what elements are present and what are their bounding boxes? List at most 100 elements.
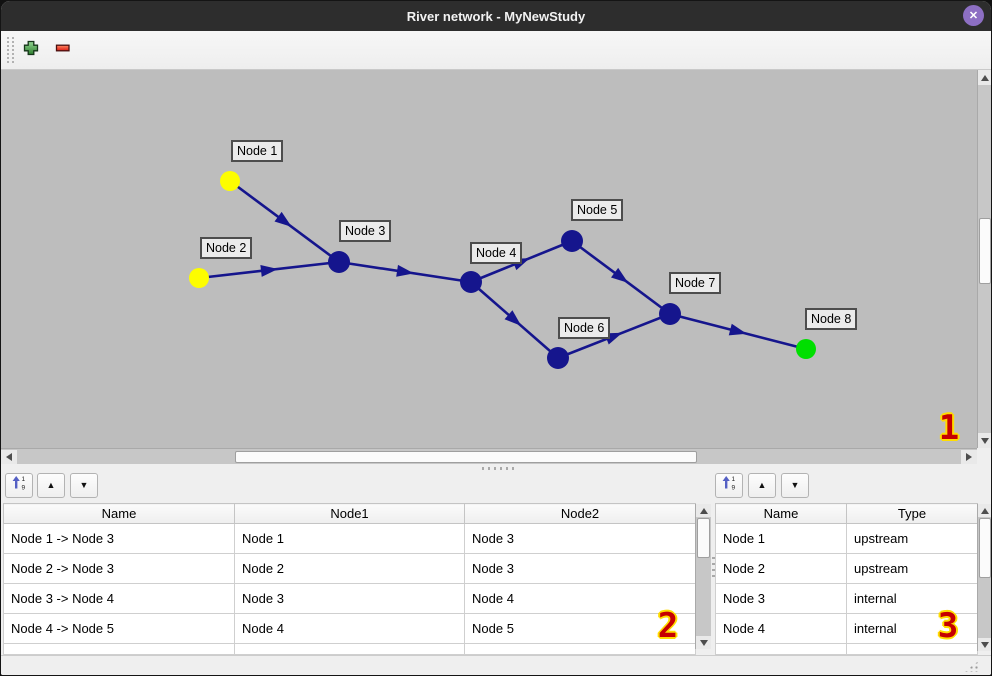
vscroll-thumb[interactable] xyxy=(697,518,710,558)
down-arrow-icon: ▼ xyxy=(79,480,89,490)
table-cell[interactable]: internal xyxy=(846,583,978,614)
node-label[interactable]: Node 7 xyxy=(669,272,722,294)
river-node-node-3[interactable] xyxy=(328,251,350,273)
column-header[interactable]: Type xyxy=(846,503,978,524)
links-table-header-row: Name Node1 Node2 xyxy=(3,503,696,524)
nodes-move-down-button[interactable]: ▼ xyxy=(781,473,809,498)
node-label[interactable]: Node 5 xyxy=(571,199,624,221)
river-node-node-5[interactable] xyxy=(561,230,583,252)
hscroll-thumb[interactable] xyxy=(235,451,697,463)
edge-arrowhead-icon xyxy=(728,323,747,336)
river-node-node-6[interactable] xyxy=(547,347,569,369)
node-label[interactable]: Node 3 xyxy=(339,220,392,242)
column-header[interactable]: Node1 xyxy=(234,503,465,524)
table-cell[interactable]: Node 3 xyxy=(464,553,696,584)
table-cell[interactable]: Node 4 xyxy=(715,613,847,644)
toolbar-drag-handle[interactable] xyxy=(7,37,14,63)
close-button[interactable]: ✕ xyxy=(963,5,984,26)
nodes-table-header-row: Name Type xyxy=(715,503,978,524)
nodes-table-vscrollbar[interactable] xyxy=(977,504,991,651)
table-cell[interactable]: Node 3 -> Node 4 xyxy=(3,583,235,614)
scroll-left-button[interactable] xyxy=(1,450,17,464)
table-cell[interactable]: Node 3 xyxy=(234,583,465,614)
table-cell[interactable]: Node 4 xyxy=(464,583,696,614)
table-cell[interactable]: internal xyxy=(846,613,978,644)
links-table-row-partial xyxy=(3,643,696,655)
green-plus-icon xyxy=(23,40,39,61)
node-label[interactable]: Node 2 xyxy=(200,237,253,259)
table-cell[interactable]: Node 2 xyxy=(234,553,465,584)
scroll-down-button[interactable] xyxy=(978,433,991,448)
river-node-node-2[interactable] xyxy=(189,268,209,288)
table-cell[interactable]: upstream xyxy=(846,523,978,554)
red-minus-icon xyxy=(55,40,71,61)
river-node-node-8[interactable] xyxy=(796,339,816,359)
remove-button[interactable] xyxy=(54,42,71,59)
up-arrow-icon: ▲ xyxy=(46,480,56,490)
river-node-node-4[interactable] xyxy=(460,271,482,293)
sort-ascending-1-9-icon: 1 9 xyxy=(721,475,737,496)
splitter-grip-icon xyxy=(482,467,516,470)
table-cell[interactable]: Node 5 xyxy=(464,613,696,644)
resize-grip[interactable] xyxy=(964,660,980,672)
table-cell[interactable]: Node 2 -> Node 3 xyxy=(3,553,235,584)
node-label[interactable]: Node 8 xyxy=(805,308,858,330)
table-cell xyxy=(3,643,235,655)
table-cell[interactable]: Node 1 xyxy=(715,523,847,554)
scroll-down-button[interactable] xyxy=(696,636,711,649)
nodes-move-up-button[interactable]: ▲ xyxy=(748,473,776,498)
scroll-up-button[interactable] xyxy=(696,504,711,517)
river-node-node-1[interactable] xyxy=(220,171,240,191)
table-cell[interactable]: Node 1 xyxy=(234,523,465,554)
vertical-splitter[interactable] xyxy=(712,553,715,577)
table-cell[interactable]: Node 4 -> Node 5 xyxy=(3,613,235,644)
canvas-vscrollbar[interactable] xyxy=(977,70,991,448)
links-move-up-button[interactable]: ▲ xyxy=(37,473,65,498)
table-cell[interactable]: Node 1 -> Node 3 xyxy=(3,523,235,554)
titlebar[interactable]: River network - MyNewStudy ✕ xyxy=(1,1,991,31)
links-move-down-button[interactable]: ▼ xyxy=(70,473,98,498)
links-sort-button[interactable]: 1 9 xyxy=(5,473,33,498)
node-label[interactable]: Node 6 xyxy=(558,317,611,339)
node-label[interactable]: Node 4 xyxy=(470,242,523,264)
up-arrow-icon: ▲ xyxy=(757,480,767,490)
table-cell[interactable]: Node 3 xyxy=(715,583,847,614)
table-cell[interactable]: Node 2 xyxy=(715,553,847,584)
scroll-up-button[interactable] xyxy=(978,70,991,85)
canvas-hscrollbar[interactable] xyxy=(1,448,977,465)
column-header[interactable]: Name xyxy=(715,503,847,524)
triangle-down-icon xyxy=(981,641,989,648)
column-header[interactable]: Node2 xyxy=(464,503,696,524)
scroll-up-button[interactable] xyxy=(978,504,991,517)
table-cell xyxy=(846,643,978,655)
edge-arrowhead-icon xyxy=(274,211,292,227)
add-button[interactable] xyxy=(22,40,39,61)
svg-text:9: 9 xyxy=(732,485,736,492)
horizontal-splitter[interactable] xyxy=(1,464,991,472)
scroll-down-button[interactable] xyxy=(978,638,991,651)
vscroll-thumb[interactable] xyxy=(979,218,991,284)
links-table-vscrollbar[interactable] xyxy=(695,504,711,649)
river-node-node-7[interactable] xyxy=(659,303,681,325)
triangle-up-icon xyxy=(981,74,989,81)
table-cell[interactable]: Node 4 xyxy=(234,613,465,644)
table-cell[interactable]: upstream xyxy=(846,553,978,584)
table-cell[interactable]: Node 3 xyxy=(464,523,696,554)
node-label[interactable]: Node 1 xyxy=(231,140,284,162)
column-header[interactable]: Name xyxy=(3,503,235,524)
nodes-sort-button[interactable]: 1 9 xyxy=(715,473,743,498)
vscroll-thumb[interactable] xyxy=(979,518,991,578)
table-cell xyxy=(715,643,847,655)
river-network-canvas[interactable]: Node 1 Node 2 Node 3 Node 4 Node 5 Node 6 Node… xyxy=(1,70,977,448)
scroll-right-button[interactable] xyxy=(961,450,977,464)
